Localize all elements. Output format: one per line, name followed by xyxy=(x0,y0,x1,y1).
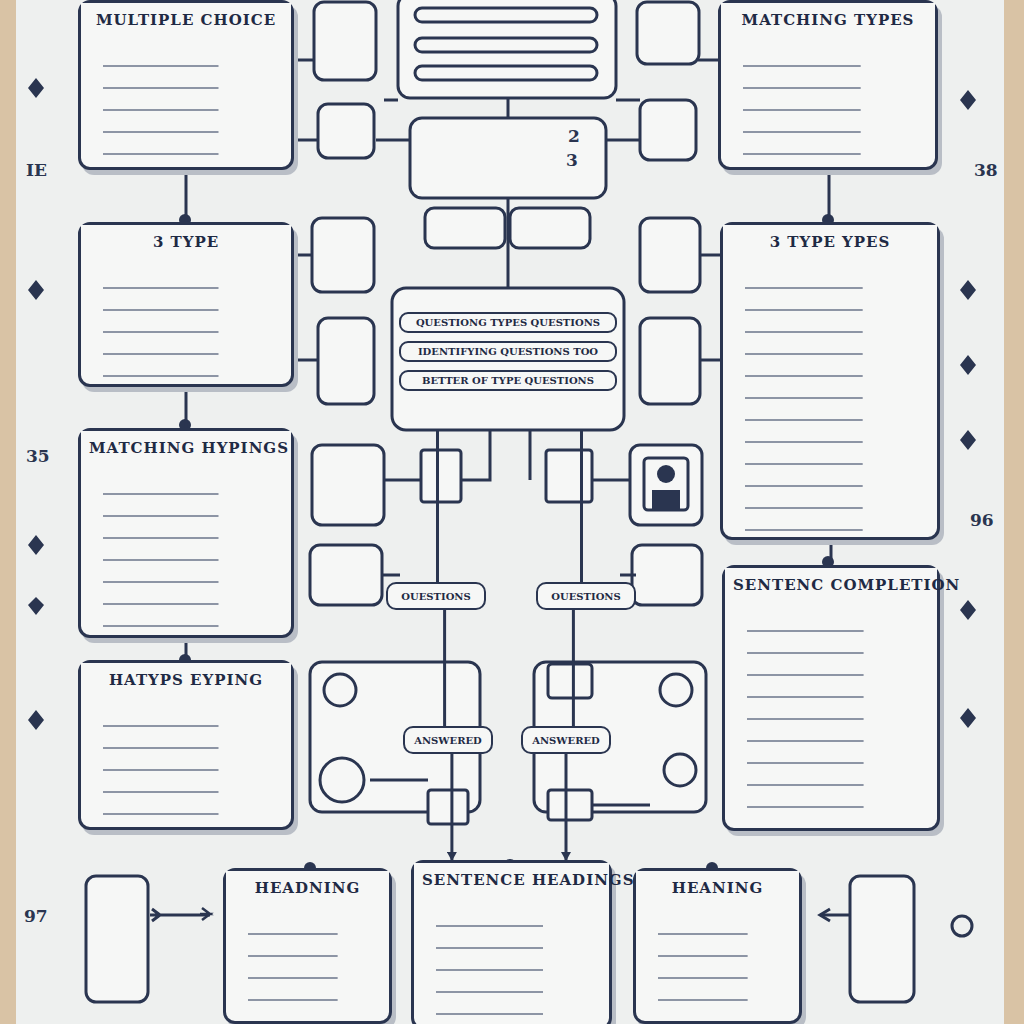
connector xyxy=(565,754,568,860)
connector xyxy=(572,610,575,726)
category-box: MATCHING TYPES xyxy=(718,0,938,170)
margin-number: 97 xyxy=(24,906,48,926)
box-heading: SENTENCE HEADINGS xyxy=(414,863,609,889)
center-box: QUESTIONG TYPES QUESTIONS IDENTIFYING QUE… xyxy=(389,288,627,430)
pill-label: ANSWERED xyxy=(408,735,488,746)
connector xyxy=(580,430,583,582)
category-box: SENTENC COMPLETION xyxy=(722,565,940,831)
pill-label: ANSWERED xyxy=(526,735,606,746)
margin-number: 2 xyxy=(568,126,580,146)
margin-number: 96 xyxy=(970,510,994,530)
connector xyxy=(185,170,188,222)
box-heading: 3 TYPE YPES xyxy=(723,225,937,251)
box-heading: BETTER OF TYPE QUESTIONS xyxy=(399,370,617,391)
connector xyxy=(443,610,446,726)
box-heading: SENTENC COMPLETION xyxy=(725,568,937,594)
margin-number: IE xyxy=(26,160,47,180)
box-heading: QUESTIONG TYPES QUESTIONS xyxy=(399,312,617,333)
connector xyxy=(830,540,833,565)
question-pill: OUESTIONS xyxy=(536,582,636,610)
connector xyxy=(450,754,453,860)
category-box: HATYPS EYPING xyxy=(78,660,294,830)
connector xyxy=(436,430,439,582)
heading-box: HEADNING xyxy=(223,868,392,1024)
box-heading: HEANING xyxy=(636,871,799,897)
margin-number: 38 xyxy=(974,160,998,180)
heading-box: SENTENCE HEADINGS xyxy=(411,860,612,1024)
question-pill: OUESTIONS xyxy=(386,582,486,610)
box-heading: MATCHING TYPES xyxy=(721,3,935,29)
connector xyxy=(185,638,188,660)
connector xyxy=(828,170,831,222)
category-box: MULTIPLE CHOICE xyxy=(78,0,294,170)
category-box: MATCHING HYPINGS xyxy=(78,428,294,638)
box-heading: MULTIPLE CHOICE xyxy=(81,3,291,29)
box-heading: 3 TYPE xyxy=(81,225,291,251)
heading-box: HEANING xyxy=(633,868,802,1024)
pill-label: OUESTIONS xyxy=(395,591,476,602)
category-box: 3 TYPE YPES xyxy=(720,222,940,540)
box-heading: HATYPS EYPING xyxy=(81,663,291,689)
category-box: 3 TYPE xyxy=(78,222,294,387)
box-heading: IDENTIFYING QUESTIONS TOO xyxy=(399,341,617,362)
answer-pill: ANSWERED xyxy=(521,726,611,754)
box-heading: MATCHING HYPINGS xyxy=(81,431,291,457)
pill-label: OUESTIONS xyxy=(545,591,626,602)
connector xyxy=(185,387,188,428)
margin-number: 3 xyxy=(566,150,578,170)
box-heading: HEADNING xyxy=(226,871,389,897)
margin-number: 35 xyxy=(26,446,50,466)
answer-pill: ANSWERED xyxy=(403,726,493,754)
